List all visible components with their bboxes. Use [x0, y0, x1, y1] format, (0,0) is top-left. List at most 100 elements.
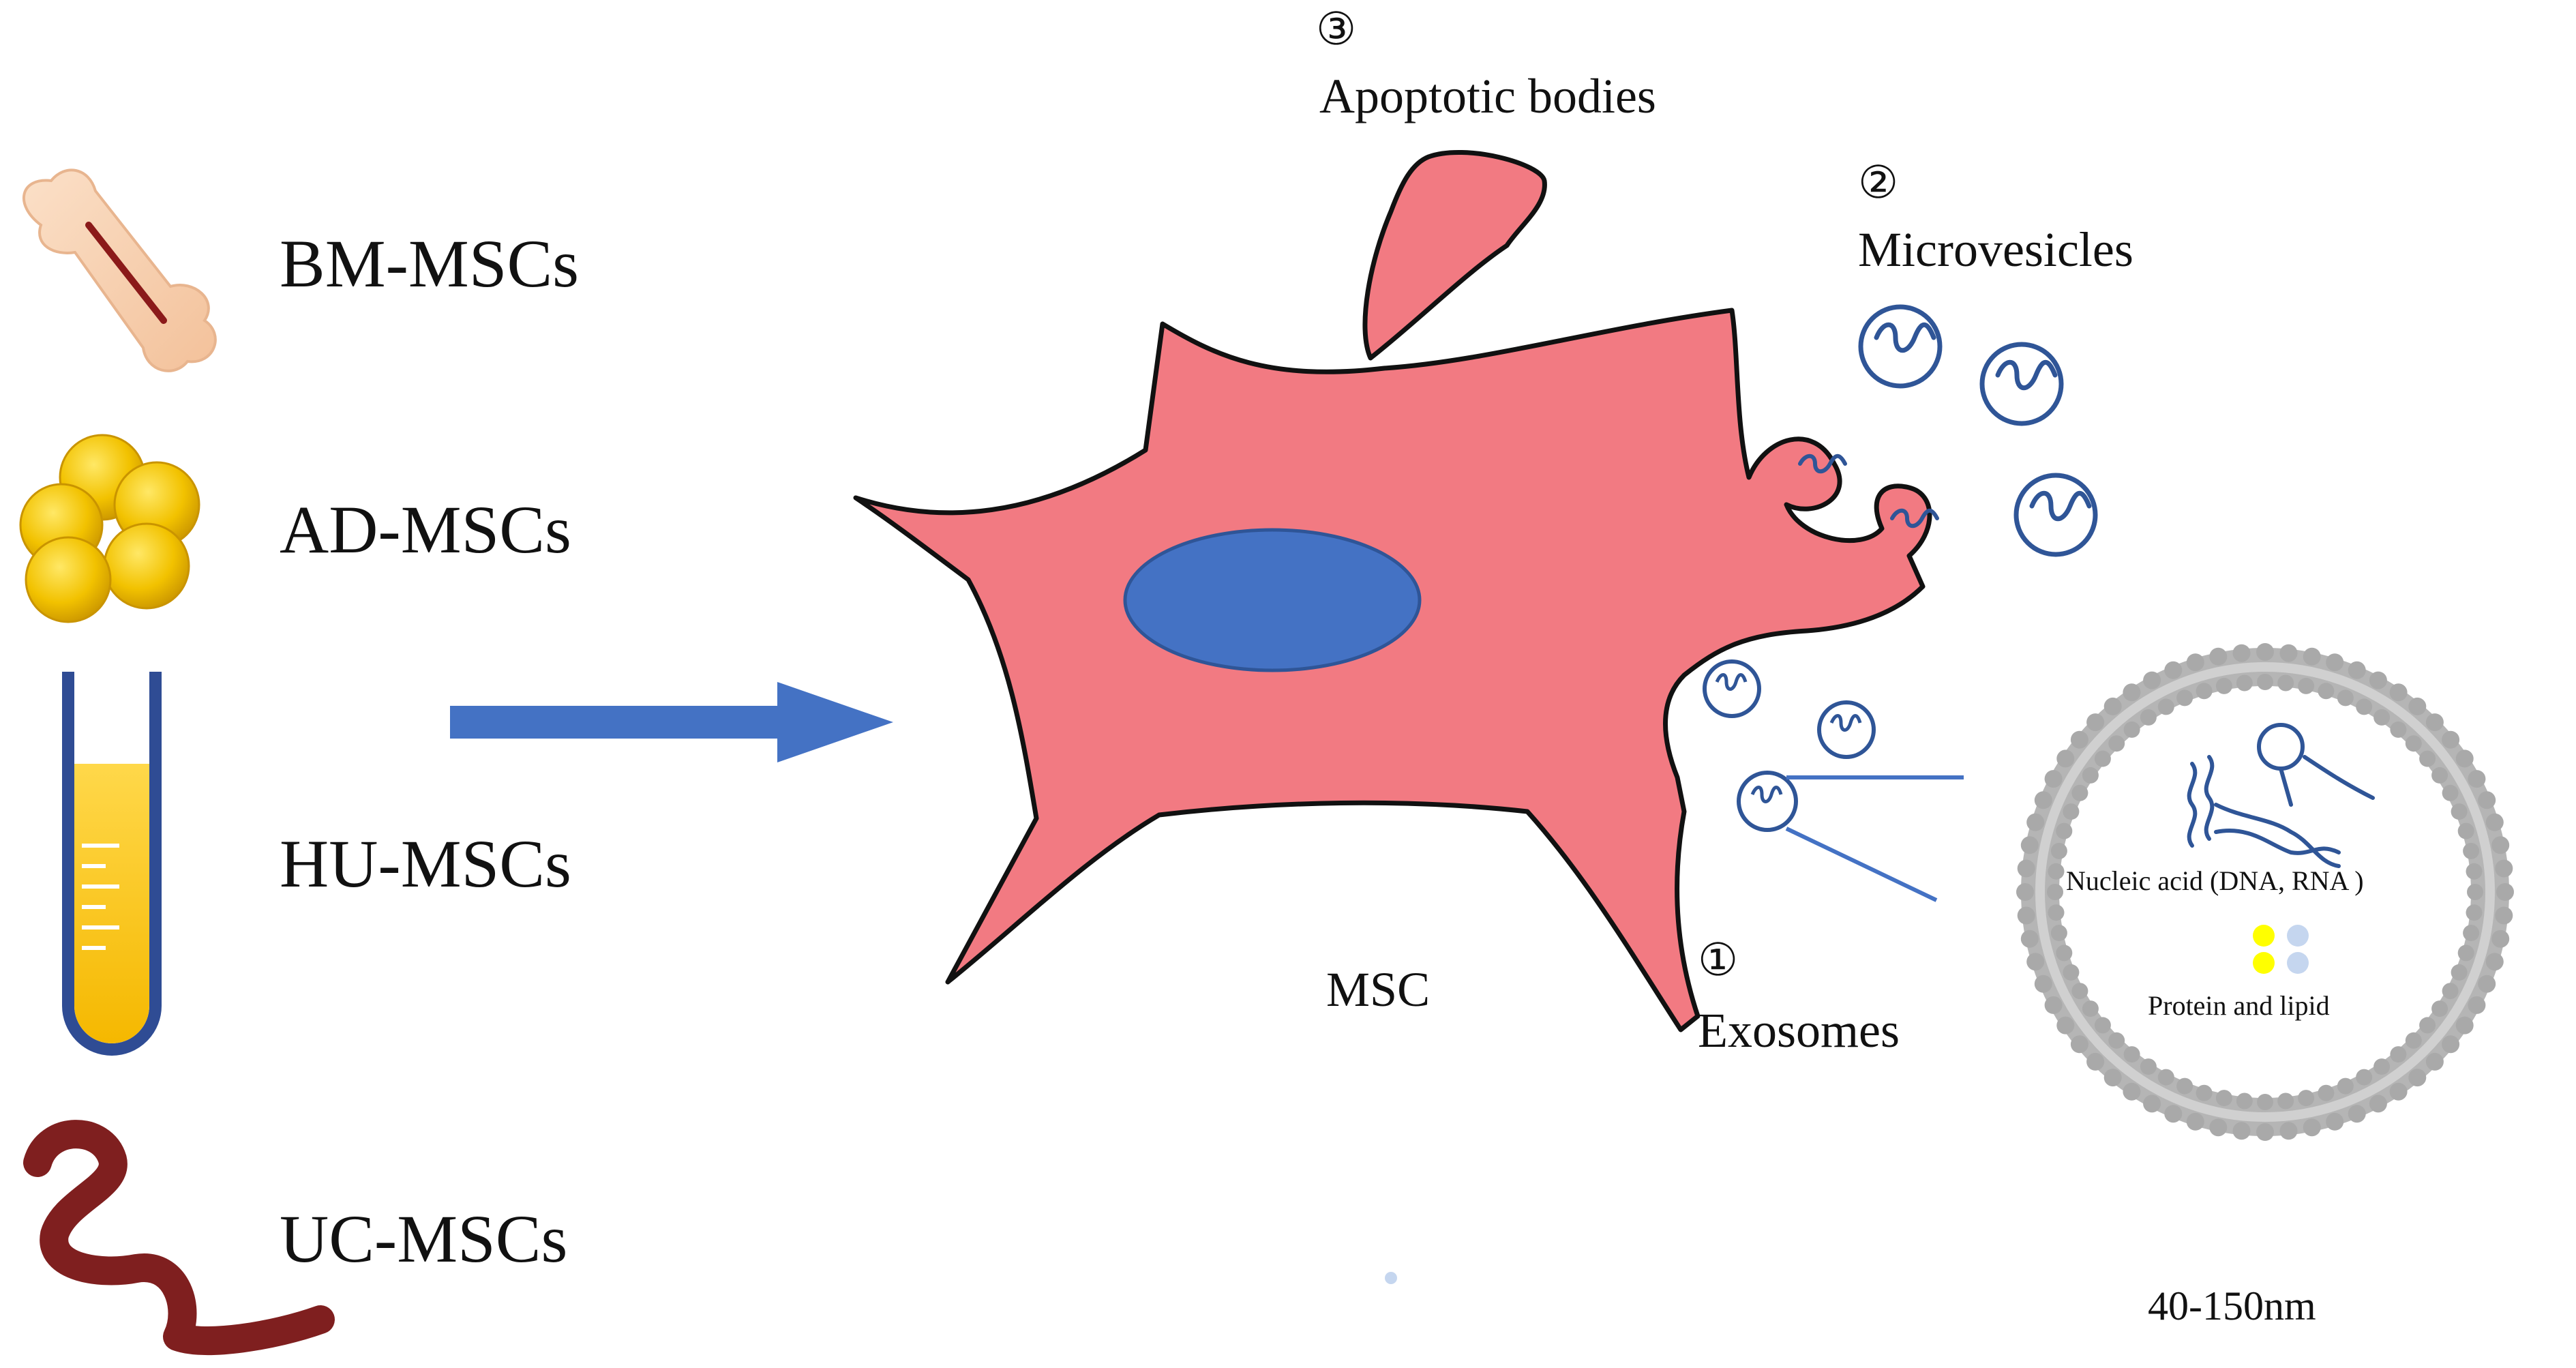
lipid-head — [2094, 1017, 2111, 1034]
fat-cells-icon — [19, 434, 200, 623]
lipid-head — [2491, 930, 2510, 948]
lipid-head — [2140, 709, 2157, 726]
lipid-head — [2337, 1077, 2354, 1095]
lipid-head — [2463, 842, 2480, 859]
lipid-head — [2056, 822, 2073, 839]
lipid-head — [2337, 689, 2354, 707]
microvesicle — [1858, 304, 1943, 389]
lipid-head — [2256, 1123, 2274, 1141]
lipid-head — [2455, 1016, 2474, 1035]
lipid-head — [2457, 822, 2474, 839]
exosomes-label: Exosomes — [1698, 1003, 1900, 1058]
lipid-head — [2086, 713, 2105, 732]
lipid-head — [2140, 1058, 2157, 1075]
lipid-head — [2034, 791, 2052, 809]
stray-dot — [1385, 1272, 1397, 1284]
lipid-head — [2466, 904, 2483, 921]
lipid-head — [2468, 996, 2486, 1014]
lipid-head — [2463, 925, 2480, 942]
lipid-head — [2108, 1032, 2125, 1049]
lipid-head — [2070, 730, 2088, 749]
lipid-head — [2326, 1112, 2344, 1131]
source-label-hu: HU-MSCs — [280, 826, 571, 902]
arrow-icon — [450, 682, 893, 762]
lipid-head — [2164, 661, 2183, 679]
lipid-head — [2026, 813, 2045, 831]
lipid-head — [2071, 983, 2088, 1000]
microvesicles-label: Microvesicles — [1858, 222, 2133, 277]
source-label-ad: AD-MSCs — [280, 492, 571, 567]
lipid-head — [2389, 1082, 2408, 1101]
lipid-head — [2215, 1090, 2232, 1107]
lipid-head — [2467, 884, 2483, 900]
lipid-head — [2232, 1122, 2251, 1140]
lipid-head — [2236, 674, 2253, 692]
lipid-head — [2016, 883, 2034, 901]
lipid-head — [2196, 683, 2213, 700]
msc-cell — [853, 308, 1939, 1032]
lipid-head — [2373, 709, 2391, 726]
lipid-head — [2143, 1095, 2161, 1113]
lipid-head — [2017, 906, 2035, 925]
lipid-head — [2442, 730, 2460, 749]
lipid-head — [2063, 964, 2080, 981]
lipid-head — [2044, 996, 2063, 1014]
microvesicle — [1979, 342, 2064, 426]
exosome — [1817, 700, 1876, 759]
lipid-head — [2164, 1105, 2183, 1123]
lipid-head — [2451, 964, 2468, 981]
lipid-head — [2369, 671, 2387, 689]
lipid-head — [2056, 1016, 2075, 1035]
lipid-head — [2186, 653, 2204, 672]
lipid-head — [2451, 803, 2468, 820]
lipid-head — [2408, 1069, 2427, 1087]
lipid-head — [2348, 1105, 2366, 1123]
lipid-head — [2277, 674, 2294, 692]
lipid-head — [2094, 750, 2111, 767]
lipid-head — [2457, 945, 2474, 962]
lipid-head — [2348, 661, 2366, 679]
lipid-head — [2495, 859, 2513, 878]
lipid-head — [2369, 1095, 2387, 1113]
nucleus — [1123, 528, 1422, 672]
lipid-head — [2157, 1069, 2174, 1086]
lipid-head — [2390, 1046, 2407, 1063]
lipid-head — [2209, 1118, 2228, 1137]
lipid-head — [2056, 945, 2073, 962]
protein-lipid-dots — [2253, 925, 2309, 974]
lipid-head — [2108, 735, 2125, 752]
microvesicles-number: ② — [1858, 158, 1898, 208]
lipid-head — [2071, 784, 2088, 801]
lipid-head — [2298, 1090, 2315, 1107]
lipid-head — [2026, 953, 2045, 971]
lipid-head — [2466, 863, 2483, 880]
protein-lipid-label: Protein and lipid — [2148, 990, 2330, 1021]
lipid-head — [2063, 803, 2080, 820]
lipid-head — [2485, 813, 2504, 831]
lipid-head — [2209, 647, 2228, 666]
lipid-head — [2356, 698, 2373, 715]
lipid-head — [2496, 883, 2514, 901]
test-tube-icon — [62, 672, 162, 1056]
lipid-head — [2082, 1000, 2099, 1017]
lipid-head — [2279, 644, 2298, 662]
lipid-head — [2419, 750, 2436, 767]
lipid-head — [2277, 1092, 2294, 1110]
lipid-head — [2326, 653, 2344, 672]
lipid-head — [2048, 863, 2065, 880]
lipid-head — [2123, 683, 2141, 702]
lipid-head — [2048, 904, 2065, 921]
lipid-head — [2157, 698, 2174, 715]
lipid-head — [2257, 1094, 2273, 1110]
lipid-head — [2070, 1035, 2088, 1054]
source-label-uc: UC-MSCs — [280, 1201, 567, 1277]
lipid-head — [2215, 677, 2232, 694]
lipid-head — [2056, 749, 2075, 768]
lipid-head — [2390, 721, 2407, 738]
lipid-head — [2478, 975, 2496, 993]
lipid-head — [2143, 671, 2161, 689]
lipid-head — [2478, 791, 2496, 809]
bone-icon — [22, 168, 217, 372]
source-label-bm: BM-MSCs — [280, 226, 579, 301]
lipid-head — [2431, 1000, 2448, 1017]
